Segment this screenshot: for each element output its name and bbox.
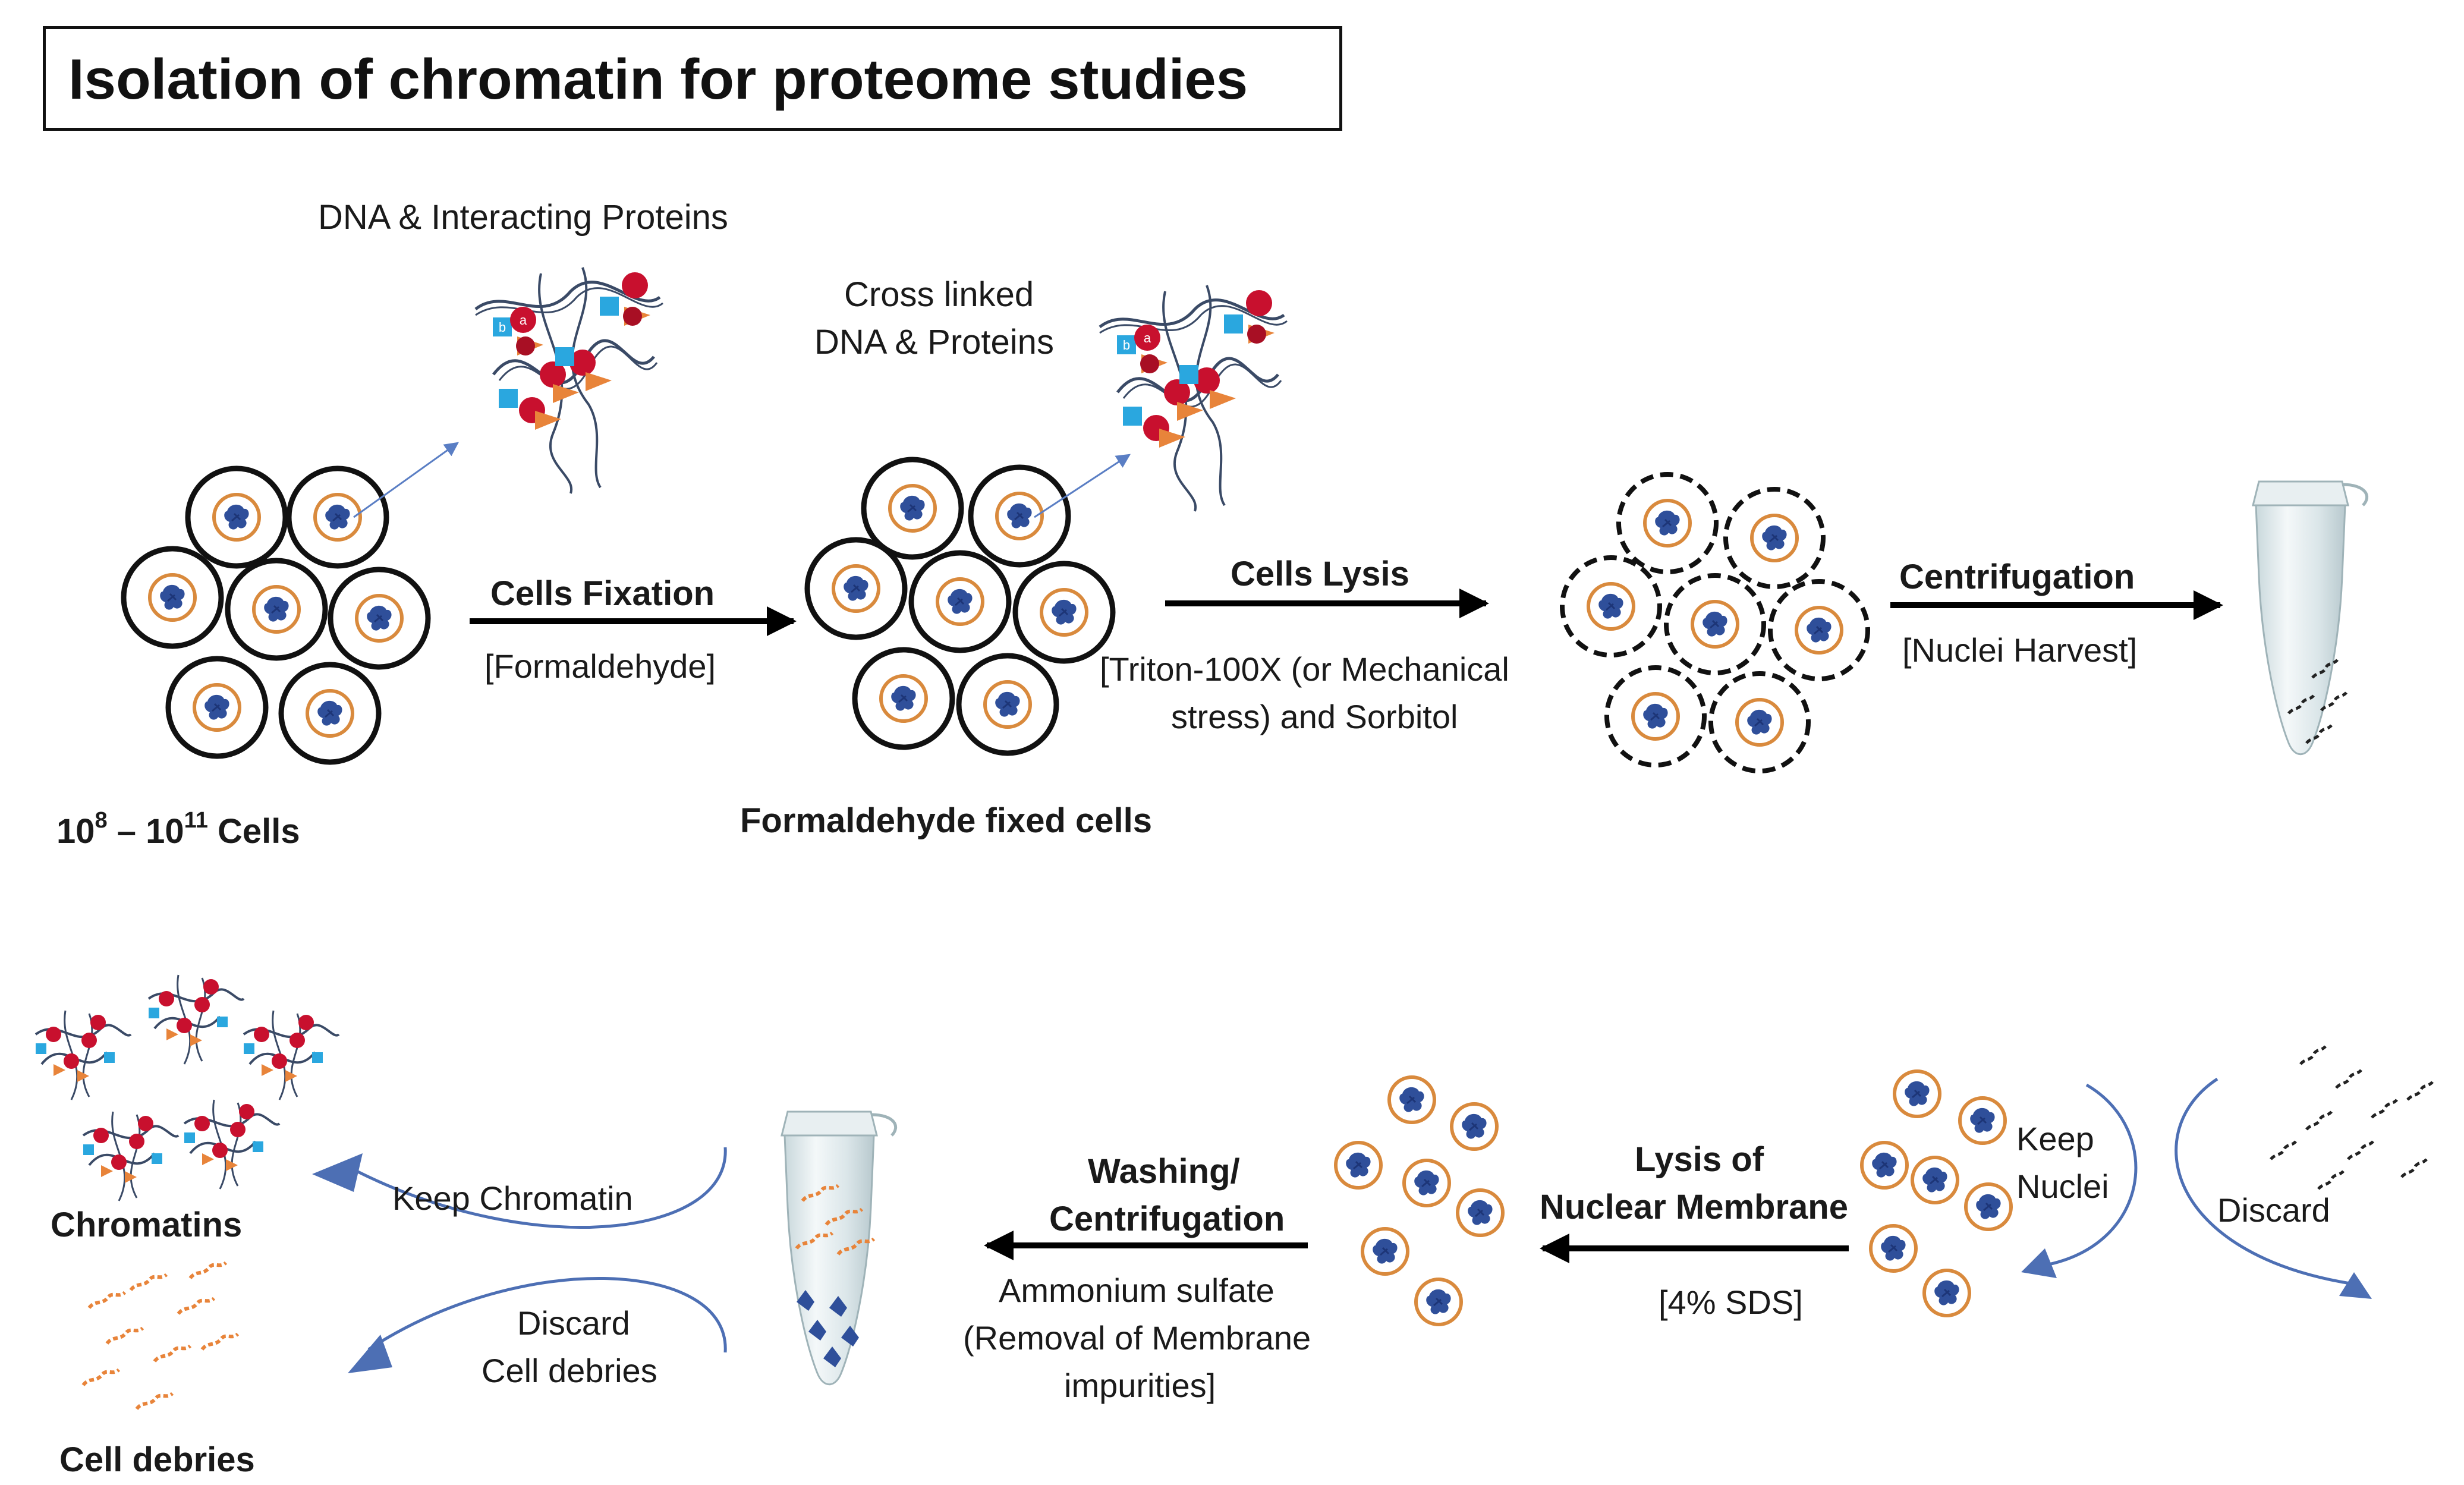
cell	[807, 540, 905, 637]
discard-label: Discard	[2217, 1191, 2330, 1229]
keep-nuclei-label-2: Nuclei	[2016, 1168, 2109, 1205]
cell	[281, 665, 379, 762]
keep-nuclei-label-1: Keep	[2016, 1120, 2094, 1157]
washing-label-2: Centrifugation	[1049, 1200, 1285, 1238]
dna-protein-complex	[476, 268, 663, 493]
lysed-cell	[1726, 489, 1823, 587]
cell-cluster-lysed	[1562, 474, 1868, 771]
cell	[228, 561, 325, 658]
nuclear-lysis-label-1: Lysis of	[1635, 1140, 1764, 1179]
cell	[289, 468, 386, 566]
chromatin-cluster	[34, 974, 340, 1202]
lysed-cell	[1619, 474, 1716, 572]
cross-linked-label-1: Cross linked	[844, 275, 1034, 314]
lysis-step-label: Cells Lysis	[1231, 555, 1409, 593]
zoom-pointer	[353, 442, 459, 518]
lysis-reagent-1: [Triton-100X (or Mechanical	[1100, 650, 1509, 688]
nuclear-lysis-reagent: [4% SDS]	[1659, 1283, 1803, 1321]
keep-chromatin-label: Keep Chromatin	[392, 1179, 633, 1217]
cell	[959, 656, 1056, 753]
discard-debris-arrow	[367, 1276, 727, 1353]
lysed-cell	[1562, 558, 1660, 655]
cell-cluster-initial	[124, 468, 428, 762]
zoom-pointer	[1034, 454, 1131, 518]
lysis-reagent-2: stress) and Sorbitol	[1171, 698, 1458, 735]
lysed-cell	[1711, 674, 1808, 771]
keep-nuclei-arrowhead	[2021, 1248, 2057, 1278]
chromatins-label: Chromatins	[51, 1206, 242, 1244]
washing-reagent-2: (Removal of Membrane	[963, 1319, 1311, 1357]
page-title: Isolation of chromatin for proteome stud…	[68, 48, 1248, 111]
washing-reagent-3: impurities]	[1064, 1367, 1216, 1404]
discard-arrowhead	[2339, 1272, 2372, 1299]
discard-arrow	[2175, 1077, 2355, 1286]
nuclei-cluster-lysed	[1336, 1077, 1503, 1324]
title-box: Isolation of chromatin for proteome stud…	[43, 26, 1342, 131]
fixed-cells-label: Formaldehyde fixed cells	[740, 801, 1152, 840]
cross-linked-complex	[1100, 285, 1287, 511]
keep-chromatin-arrow	[355, 1147, 727, 1229]
cell-debris-cluster	[83, 1263, 238, 1409]
keep-nuclei-arrow	[2038, 1083, 2138, 1268]
nuclei-cluster-harvested	[1862, 1071, 2011, 1316]
cell	[124, 549, 221, 646]
cell	[911, 553, 1009, 650]
centrifugation-step-label: Centrifugation	[1899, 558, 2135, 596]
centrifugation-reagent: [Nuclei Harvest]	[1902, 631, 2137, 669]
cell	[971, 467, 1068, 565]
cell	[1015, 564, 1113, 661]
keep-chromatin-arrowhead	[312, 1153, 363, 1192]
nuclear-lysis-label-2: Nuclear Membrane	[1540, 1188, 1848, 1226]
centrifuge-tube-nuclei	[2253, 482, 2367, 754]
lysed-cell	[1607, 668, 1704, 765]
washing-label-1: Washing/	[1088, 1152, 1240, 1191]
cross-linked-label-2: DNA & Proteins	[814, 323, 1054, 361]
dna-proteins-label: DNA & Interacting Proteins	[318, 198, 728, 237]
fixation-reagent: [Formaldehyde]	[484, 647, 716, 685]
cell	[188, 468, 285, 566]
discard-debris-label-1: Discard	[517, 1304, 630, 1342]
discard-debris-arrowhead	[348, 1335, 392, 1373]
fixation-step-label: Cells Fixation	[490, 574, 715, 613]
cell	[331, 570, 428, 667]
cell	[168, 659, 266, 756]
cell	[855, 650, 952, 747]
centrifuge-tube-chromatin	[782, 1112, 896, 1385]
cells-count-label: 108 – 1011 Cells	[56, 808, 300, 851]
cell-cluster-fixed	[807, 460, 1113, 753]
discard-debris-label-2: Cell debries	[482, 1352, 657, 1389]
lysed-cell	[1666, 575, 1764, 673]
lysed-cell	[1770, 581, 1868, 679]
discarded-fragments	[2271, 1046, 2432, 1189]
cell-debries-label: Cell debries	[59, 1440, 255, 1479]
washing-reagent-1: Ammonium sulfate	[999, 1272, 1275, 1309]
